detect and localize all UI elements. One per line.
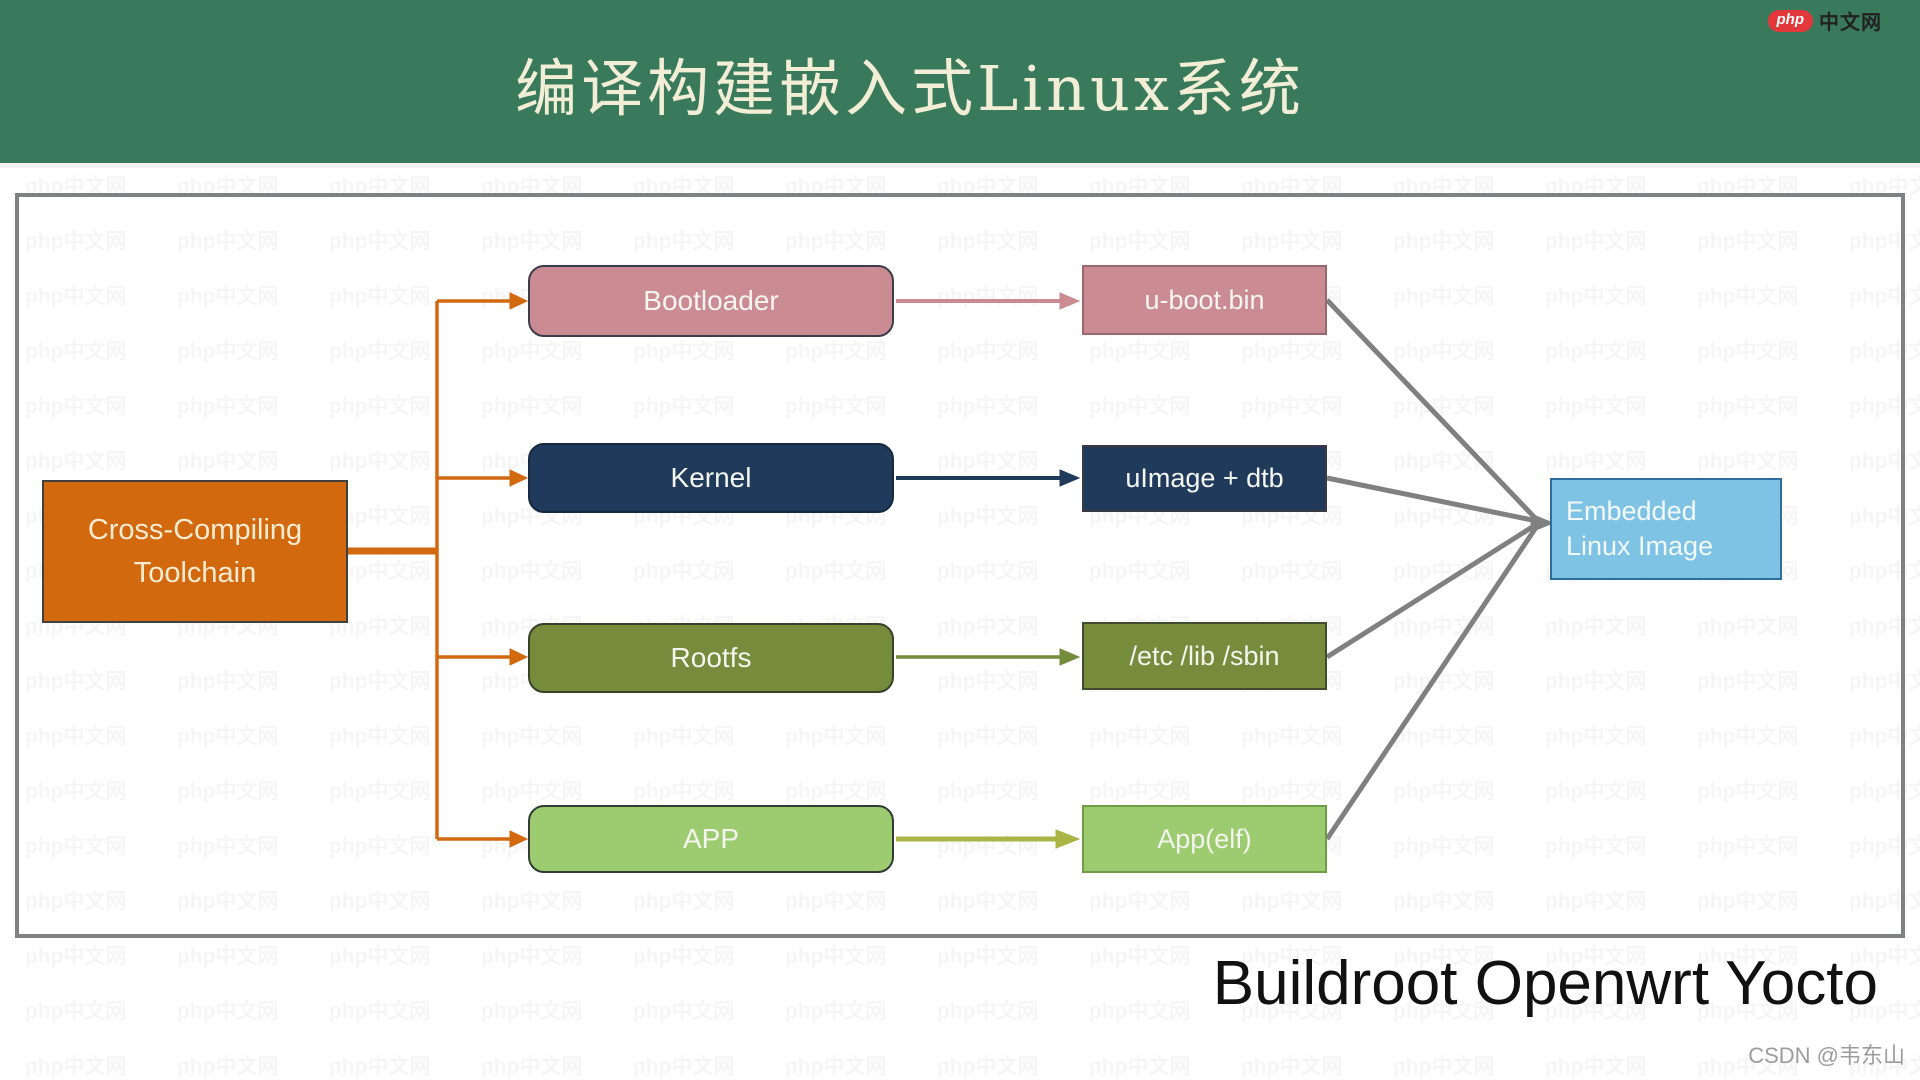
watermark-tile: php中文网: [785, 1000, 887, 1023]
node-cross-compiling-toolchain: Cross-Compiling Toolchain: [42, 480, 348, 623]
watermark-tile: php中文网: [177, 1000, 279, 1023]
watermark-tile: php中文网: [329, 945, 431, 968]
watermark-tile: php中文网: [937, 1000, 1039, 1023]
slide-header: 编译构建嵌入式Linux系统: [0, 0, 1920, 163]
source-label-line2: Toolchain: [133, 556, 257, 589]
rootfs-label: Rootfs: [670, 642, 752, 673]
watermark-tile: php中文网: [937, 945, 1039, 968]
watermark-tile: php中文网: [25, 1000, 127, 1023]
node-app: APP: [528, 805, 894, 873]
watermark-tile: php中文网: [1089, 945, 1191, 968]
watermark-tile: php中文网: [481, 1055, 583, 1078]
watermark-tile: php中文网: [1089, 1000, 1191, 1023]
watermark-tile: php中文网: [633, 945, 735, 968]
site-logo: php 中文网: [1767, 6, 1883, 35]
kernel-label: Kernel: [670, 462, 752, 493]
watermark-tile: php中文网: [25, 945, 127, 968]
watermark-tile: php中文网: [633, 1000, 735, 1023]
page-title: 编译构建嵌入式Linux系统: [515, 52, 1305, 125]
watermark-tile: php中文网: [177, 1055, 279, 1078]
build-tools-text: Buildroot Openwrt Yocto: [1212, 949, 1878, 1018]
etc-label: /etc /lib /sbin: [1129, 640, 1280, 671]
watermark-tile: php中文网: [785, 1055, 887, 1078]
watermark-tile: php中文网: [177, 945, 279, 968]
watermark-tile: php中文网: [1545, 1055, 1647, 1078]
target-label-line1: Embedded: [1566, 495, 1697, 526]
watermark-tile: php中文网: [1241, 1055, 1343, 1078]
watermark-tile: php中文网: [481, 945, 583, 968]
watermark-tile: php中文网: [937, 1055, 1039, 1078]
site-logo-text: 中文网: [1819, 12, 1882, 34]
node-uimage-dtb: uImage + dtb: [1082, 445, 1327, 512]
node-rootfs: Rootfs: [528, 623, 894, 693]
watermark-tile: php中文网: [25, 1055, 127, 1078]
watermark-tile: php中文网: [785, 945, 887, 968]
watermark-tile: php中文网: [329, 1055, 431, 1078]
node-bootloader: Bootloader: [528, 265, 894, 337]
node-etc-lib-sbin: /etc /lib /sbin: [1082, 622, 1327, 690]
source-label-line1: Cross-Compiling: [87, 514, 303, 547]
watermark-tile: php中文网: [481, 1000, 583, 1023]
watermark-tile: php中文网: [1393, 1055, 1495, 1078]
csdn-watermark-text: CSDN @韦东山: [1748, 1043, 1905, 1068]
uboot-label: u-boot.bin: [1144, 284, 1265, 315]
bootloader-label: Bootloader: [643, 285, 779, 316]
diagram-frame: [15, 193, 1905, 938]
target-label-line2: Linux Image: [1566, 531, 1714, 561]
node-kernel: Kernel: [528, 443, 894, 513]
app-label: APP: [682, 823, 740, 854]
appelf-label: App(elf): [1157, 823, 1252, 854]
node-uboot-bin: u-boot.bin: [1082, 265, 1327, 335]
watermark-tile: php中文网: [1089, 1055, 1191, 1078]
node-app-elf: App(elf): [1082, 805, 1327, 873]
php-logo-icon: php: [1767, 9, 1813, 32]
watermark-tile: php中文网: [633, 1055, 735, 1078]
watermark-tile: php中文网: [329, 1000, 431, 1023]
node-embedded-linux-image: Embedded Linux Image: [1550, 478, 1782, 580]
uimage-label: uImage + dtb: [1125, 463, 1284, 493]
